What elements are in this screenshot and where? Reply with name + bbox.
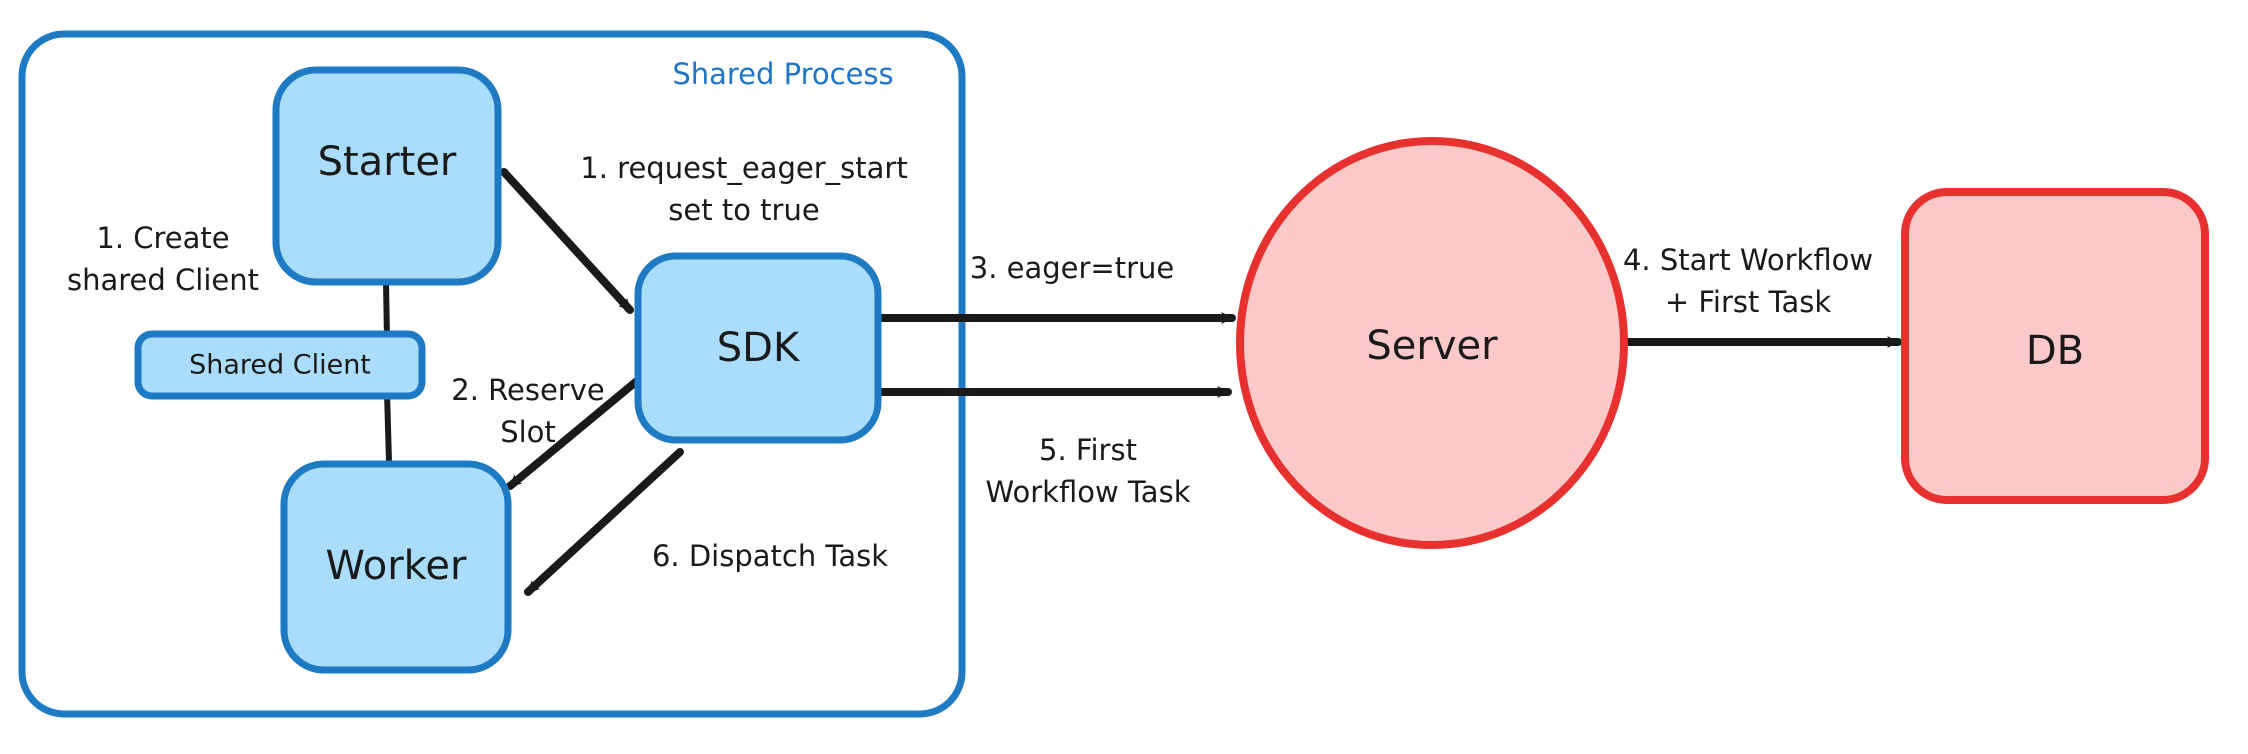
edge-label-reserve-slot: 2. Reserve Slot [451, 373, 604, 449]
shared-process-title: Shared Process [672, 57, 893, 91]
edge-label-line1: 5. First [1039, 433, 1137, 467]
node-db-shape[interactable] [1901, 188, 2209, 504]
node-server[interactable]: Server [1236, 137, 1628, 549]
node-worker-shape[interactable] [280, 460, 512, 674]
node-worker-label: Worker [326, 543, 467, 589]
node-server-label: Server [1366, 323, 1498, 369]
node-db-label: DB [2026, 328, 2084, 374]
edge-label-line1: 1. request_eager_start [580, 151, 907, 185]
edge-label-create-shared-client: 1. Create shared Client [67, 221, 259, 297]
node-starter[interactable]: Starter [272, 66, 502, 286]
node-server-shape[interactable] [1236, 137, 1628, 549]
edge-label-line2: set to true [668, 193, 819, 227]
edge-label-eager-true: 3. eager=true [970, 251, 1175, 285]
shared-process-border [18, 30, 966, 718]
shared-process-group: Shared Process [18, 30, 966, 718]
edge-label-dispatch-task: 6. Dispatch Task [652, 539, 888, 573]
node-sdk-label: SDK [717, 325, 801, 371]
arrow-dispatch-task [524, 448, 684, 596]
edge-label-start-workflow: 4. Start Workflow + First Task [1623, 243, 1873, 319]
edge-label-line1: 2. Reserve [451, 373, 604, 407]
edge-label-line1: 6. Dispatch Task [652, 539, 888, 573]
node-sdk-shape[interactable] [634, 252, 882, 444]
node-starter-shape[interactable] [272, 66, 502, 286]
edge-label-line2: + First Task [1665, 285, 1832, 319]
edge-label-line2: Workflow Task [986, 475, 1191, 509]
node-sdk[interactable]: SDK [634, 252, 882, 444]
connector-shared-client-worker [384, 389, 392, 465]
edge-label-line2: shared Client [67, 263, 259, 297]
connector-starter-shared-client [383, 279, 390, 343]
edge-label-first-workflow-task: 5. First Workflow Task [986, 433, 1191, 509]
node-shared-client-label: Shared Client [189, 350, 371, 381]
node-starter-label: Starter [318, 139, 457, 185]
arrow-request-eager-start [500, 168, 634, 314]
node-shared-client-shape[interactable] [134, 330, 426, 400]
node-shared-client[interactable]: Shared Client [134, 330, 426, 400]
node-worker[interactable]: Worker [280, 460, 512, 674]
edge-label-line1: 1. Create [96, 221, 229, 255]
edge-label-line1: 3. eager=true [970, 251, 1175, 285]
node-db[interactable]: DB [1901, 188, 2209, 504]
arrow-reserve-slot [506, 376, 642, 490]
edge-label-request-eager-start: 1. request_eager_start set to true [580, 151, 907, 227]
edge-label-line2: Slot [500, 415, 556, 449]
edge-label-line1: 4. Start Workflow [1623, 243, 1873, 277]
